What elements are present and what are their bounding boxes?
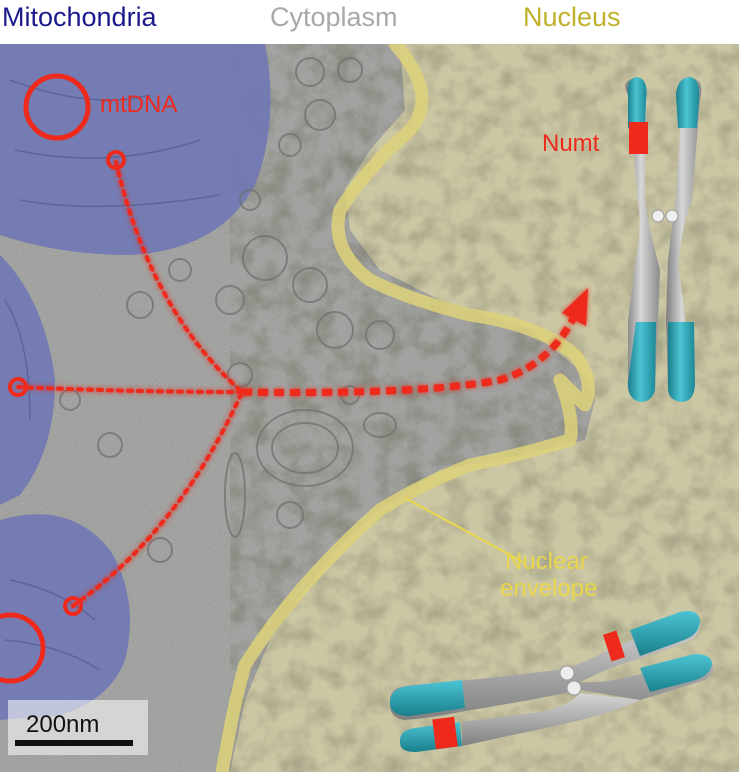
path-node-3 bbox=[63, 596, 83, 616]
nuclear-envelope bbox=[215, 44, 595, 772]
scale-bar-label: 200nm bbox=[26, 711, 99, 738]
mtdna-label: mtDNA bbox=[100, 91, 177, 118]
mtdna-circle-bottom bbox=[0, 612, 46, 684]
numt-label: Numt bbox=[542, 130, 600, 157]
vesicles bbox=[59, 57, 397, 563]
path-node-2 bbox=[8, 377, 28, 397]
arrow-head bbox=[562, 288, 588, 326]
cytoplasm-header: Cytoplasm bbox=[270, 2, 398, 32]
mitochondrion-top bbox=[0, 44, 271, 255]
chromosome-horizontal bbox=[390, 611, 714, 752]
mtdna-circle-top bbox=[23, 73, 91, 141]
micrograph-scene: mtDNA Numt Nuclear envelope 200nm bbox=[0, 44, 739, 772]
migration-paths bbox=[16, 160, 588, 608]
mitochondria-header: Mitochondria bbox=[2, 2, 157, 32]
nuclear-envelope-label-2: envelope bbox=[500, 575, 597, 602]
scale-bar-line bbox=[15, 740, 133, 746]
path-node-1 bbox=[106, 150, 126, 170]
nuclear-envelope-label-1: Nuclear bbox=[505, 548, 588, 575]
numt-segment bbox=[629, 122, 648, 154]
nucleus-header: Nucleus bbox=[523, 2, 621, 32]
mitochondrion-middle bbox=[0, 255, 55, 505]
numt-segment-2 bbox=[432, 716, 458, 750]
chromosome-vertical bbox=[625, 77, 702, 402]
envelope-pointer-line bbox=[404, 497, 524, 563]
mitochondrion-bottom bbox=[0, 514, 130, 720]
scale-bar: 200nm bbox=[8, 700, 148, 755]
